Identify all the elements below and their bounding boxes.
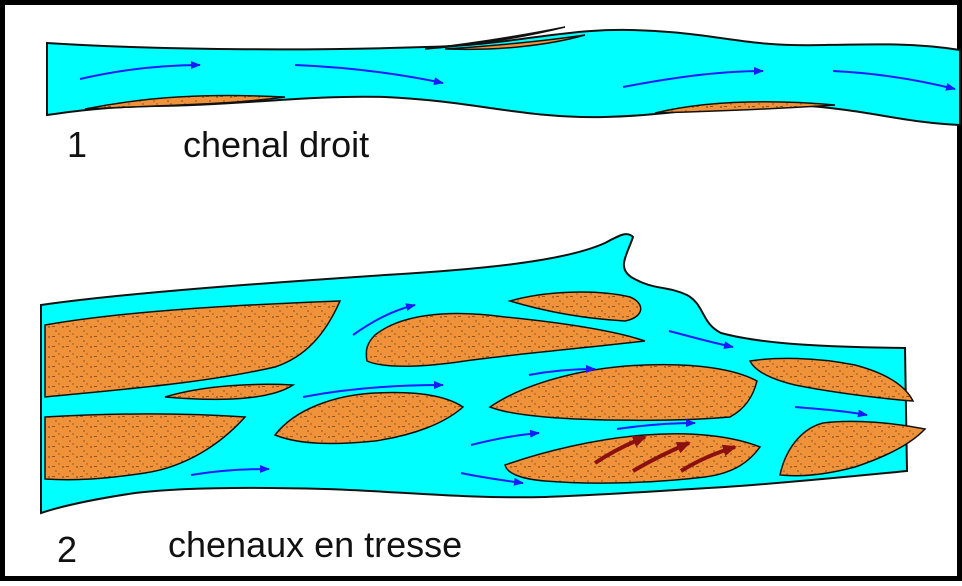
braided-channel (41, 234, 925, 513)
panel-1-label: chenal droit (183, 127, 369, 163)
diagram-canvas (5, 5, 962, 586)
panel-2-label: chenaux en tresse (168, 527, 462, 563)
panel-1-number: 1 (67, 127, 87, 163)
panel-2-number: 2 (57, 532, 77, 568)
straight-channel (47, 27, 960, 125)
